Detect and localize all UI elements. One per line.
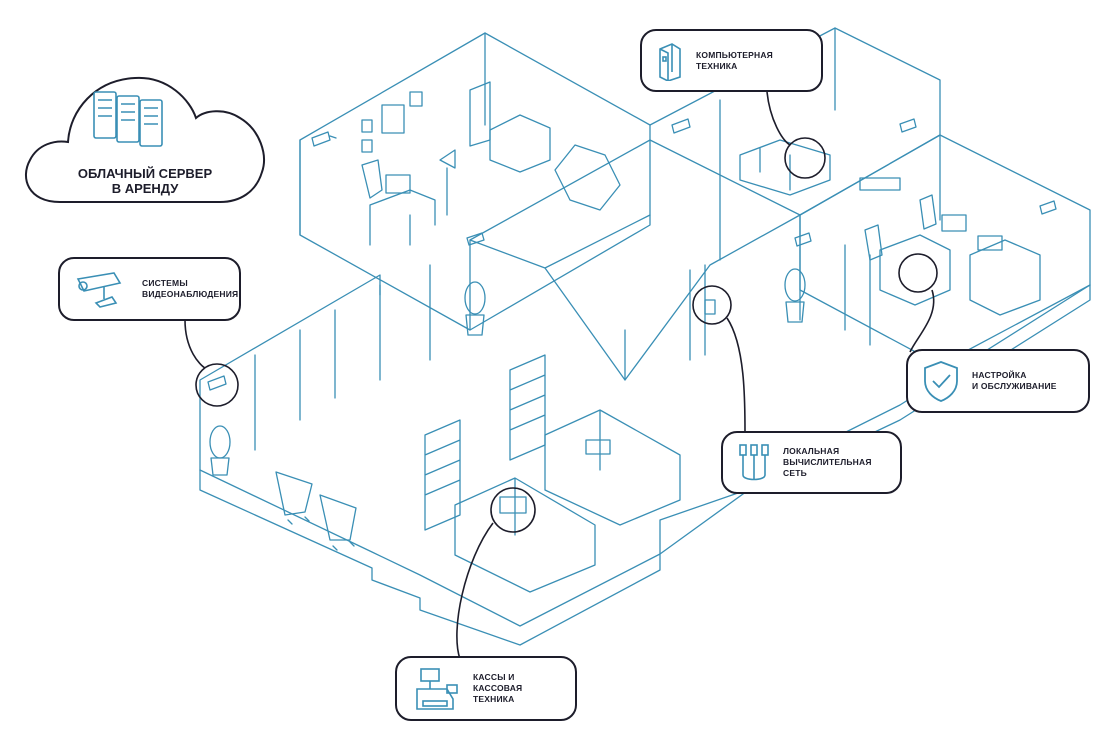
shopping-cart-2 (319, 494, 357, 551)
camera-storage-2 (899, 118, 917, 133)
camera-storage (671, 118, 691, 134)
callout-cashier: КАССЫ И КАССОВАЯ ТЕХНИКА (395, 656, 577, 721)
focus-circle-cctv (195, 363, 239, 407)
office-chair-3 (919, 194, 937, 230)
security-camera-icon (76, 272, 122, 308)
shield-check-icon (924, 361, 958, 402)
callout-computers-label: КОМПЬЮТЕРНАЯ ТЕХНИКА (696, 49, 773, 71)
office-monitor (385, 174, 411, 194)
shopping-cart-1 (275, 471, 313, 525)
office-chair-2 (864, 224, 883, 261)
leader-cashier (456, 522, 494, 660)
cloud-server-label: ОБЛАЧНЫЙ СЕРВЕР В АРЕНДУ (77, 166, 213, 196)
callout-network-label: ЛОКАЛЬНАЯ ВЫЧИСЛИТЕЛЬНАЯ СЕТЬ (783, 446, 872, 478)
camera-hall (794, 232, 812, 247)
wall-picture-1 (361, 119, 373, 133)
corridor (469, 214, 801, 381)
callout-cctv: СИСТЕМЫ ВИДЕОНАБЛЮДЕНИЯ (58, 257, 241, 321)
focus-circle-cashier (490, 487, 536, 533)
monitor-1 (941, 214, 967, 232)
server-rack-icon (93, 91, 163, 147)
leader-service (909, 289, 935, 353)
camera-entrance (207, 375, 227, 391)
wall-picture-4 (361, 139, 373, 153)
plant-2 (784, 268, 806, 302)
camera-office (311, 131, 337, 147)
work-room (799, 134, 1091, 366)
building-floor-outline (199, 284, 1091, 646)
armchair (554, 144, 621, 211)
leader-computers (766, 91, 791, 146)
pos-terminal-1 (585, 439, 611, 455)
network-cable-icon (739, 443, 769, 480)
cabinet (469, 81, 491, 147)
camera-corridor (466, 232, 485, 246)
callout-cctv-label: СИСТЕМЫ ВИДЕОНАБЛЮДЕНИЯ (142, 278, 239, 299)
leader-cctv (184, 319, 206, 369)
callout-service-label: НАСТРОЙКА И ОБСЛУЖИВАНИЕ (972, 370, 1057, 391)
network-socket (704, 299, 716, 315)
workstation-2 (969, 239, 1041, 316)
focus-circle-computers (784, 137, 826, 179)
office-room (299, 32, 651, 331)
plant-1 (464, 281, 486, 315)
sideboard (489, 114, 551, 173)
pc-tower-icon (659, 42, 681, 81)
shelf-unit-2 (424, 419, 461, 531)
pos-terminal-2 (499, 496, 527, 514)
callout-service: НАСТРОЙКА И ОБСЛУЖИВАНИЕ (906, 349, 1090, 413)
shelf-unit-1 (509, 354, 546, 461)
focus-circle-network (692, 285, 732, 325)
checkout-counter-2 (454, 477, 596, 593)
cash-register-icon (416, 667, 458, 710)
floor-lamp (439, 149, 456, 216)
focus-circle-service (898, 253, 938, 293)
leader-network (726, 317, 746, 433)
wall-picture-2 (381, 104, 405, 134)
callout-computers: КОМПЬЮТЕРНАЯ ТЕХНИКА (640, 29, 823, 92)
callout-cashier-label: КАССЫ И КАССОВАЯ ТЕХНИКА (473, 672, 523, 704)
storage-boxes (739, 139, 831, 196)
wall-picture-3 (409, 91, 423, 107)
wall-heater (859, 177, 901, 191)
plant-3 (209, 425, 231, 459)
office-chair (361, 159, 383, 199)
building-floor-top (199, 284, 1091, 627)
workstation-1 (879, 234, 951, 306)
monitor-2 (977, 235, 1003, 251)
office-desk (369, 189, 436, 246)
callout-network: ЛОКАЛЬНАЯ ВЫЧИСЛИТЕЛЬНАЯ СЕТЬ (721, 431, 902, 494)
camera-workroom (1039, 200, 1057, 215)
